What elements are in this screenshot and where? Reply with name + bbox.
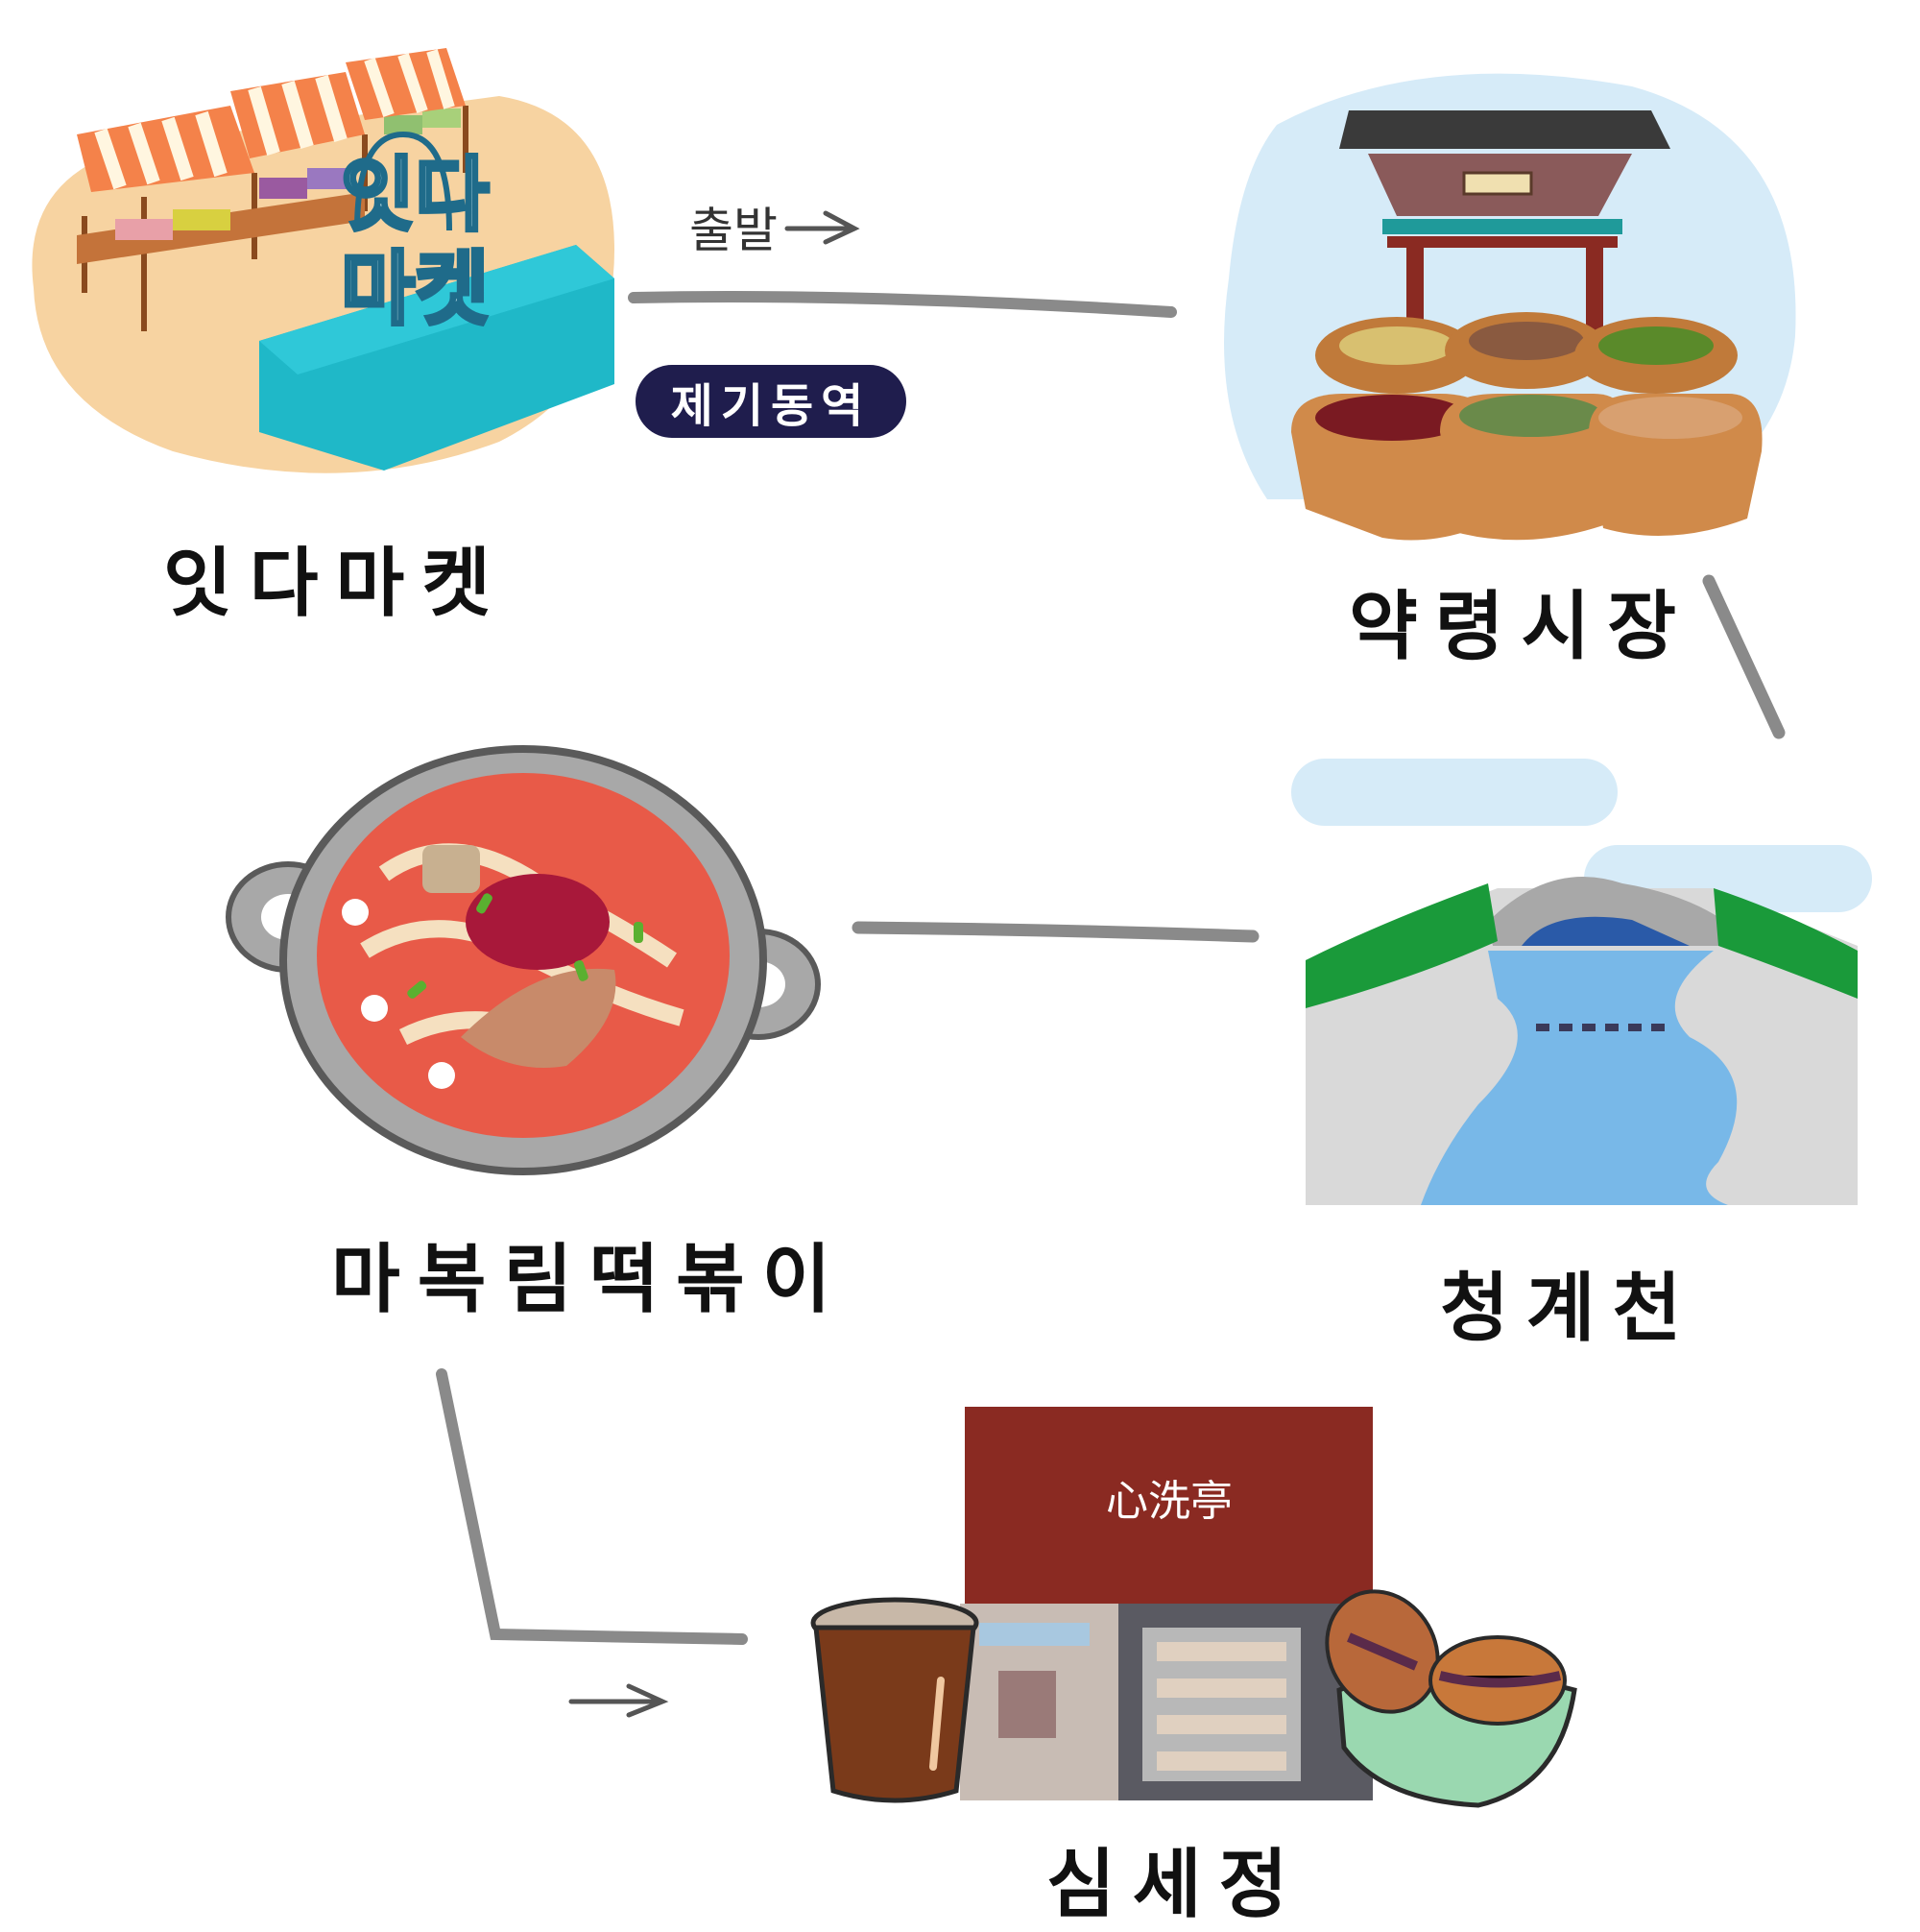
route-segment-4 — [436, 1368, 748, 1645]
start-arrow-icon — [784, 210, 860, 245]
market-sign-text-1: 잇다 — [341, 148, 490, 242]
start-label: 출발 — [689, 203, 778, 258]
place-label-cheonggye: 청계천 — [1440, 1266, 1699, 1352]
route-segment-1 — [628, 291, 1177, 318]
place-label-simsejeong: 심세정 — [1046, 1842, 1306, 1928]
place-label-itda: 잇다마켓 — [163, 541, 509, 627]
market-stall-icon — [32, 48, 614, 473]
place-label-maboklim: 마복림떡볶이 — [331, 1237, 849, 1323]
stream-bridge-icon — [1291, 759, 1872, 1205]
route-lines — [436, 210, 1786, 1718]
teahouse-icon — [960, 1407, 1373, 1800]
market-sign-text-2: 마켓 — [341, 242, 490, 336]
place-label-yakryeong: 약령시장 — [1349, 584, 1694, 670]
herb-sack-icon — [1291, 312, 1763, 541]
route-segment-3 — [852, 921, 1260, 943]
end-arrow-icon — [568, 1683, 669, 1718]
station-badge: 제기동역 — [636, 365, 906, 438]
coffee-cup-icon — [810, 1597, 979, 1803]
bread-basket-icon — [1325, 1589, 1577, 1808]
tteokbokki-pan-icon — [226, 745, 821, 1175]
route-segment-2 — [1702, 574, 1786, 739]
teahouse-sign: 心洗亭 — [1106, 1477, 1233, 1526]
